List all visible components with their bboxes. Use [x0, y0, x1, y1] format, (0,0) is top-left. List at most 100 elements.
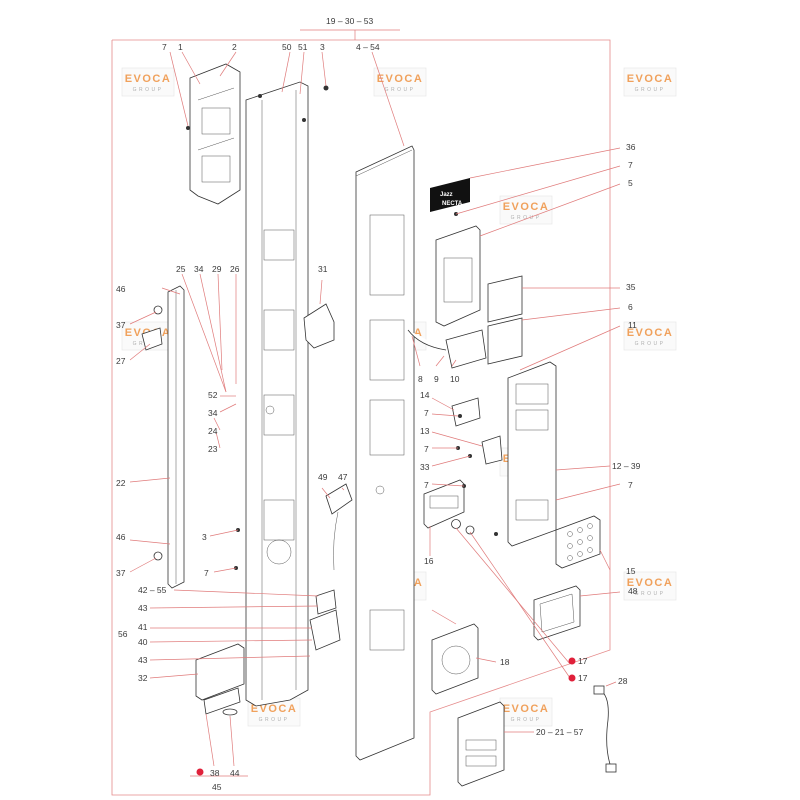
part-label: 3 [320, 42, 325, 52]
screw-markers [186, 85, 498, 570]
part-label: 37 [116, 320, 126, 330]
part-label: 43 [138, 655, 148, 665]
cable-harness [593, 685, 617, 773]
part-label: 6 [628, 302, 633, 312]
part-label: 48 [628, 586, 638, 596]
part-label: 7 [424, 408, 429, 418]
part-label: 33 [420, 462, 430, 472]
watermark-sub: GROUP [511, 215, 542, 221]
ribbon-cable [407, 329, 447, 351]
part-label: 45 [212, 782, 222, 792]
part-label: 17 [578, 656, 588, 666]
watermark-brand: EVOCA [503, 201, 550, 213]
watermark-sub: GROUP [635, 591, 666, 597]
part-label: 52 [208, 390, 218, 400]
panel-bracket [451, 397, 481, 427]
part-label: 9 [434, 374, 439, 384]
watermark-sub: GROUP [259, 717, 290, 723]
main-chassis [245, 81, 309, 707]
lock-cylinder [451, 519, 475, 535]
watermark-brand: EVOCA [627, 73, 674, 85]
watermark-sub: GROUP [385, 87, 416, 93]
part-label: 7 [628, 160, 633, 170]
watermark: EVOCA GROUP [499, 697, 553, 727]
part-labels: 19 – 30 – 53 4 – 54 7 1 2 50 51 3 36 7 5… [116, 16, 641, 792]
part-label: 20 – 21 – 57 [536, 727, 584, 737]
part-label: 38 [210, 768, 220, 778]
selection-panel [507, 361, 557, 547]
part-label: 14 [420, 390, 430, 400]
glass-sheet [487, 275, 523, 365]
part-label: 18 [500, 657, 510, 667]
watermark: EVOCA GROUP [499, 195, 553, 225]
coin-return [481, 435, 503, 465]
part-label: 8 [418, 374, 423, 384]
part-label: 28 [618, 676, 628, 686]
part-label: 25 [176, 264, 186, 274]
rail-bracket [141, 327, 163, 351]
part-label: 4 – 54 [356, 42, 380, 52]
watermark-brand: EVOCA [627, 577, 674, 589]
coin-mechanism [423, 479, 465, 529]
watermark-brand: EVOCA [251, 703, 298, 715]
part-label: 27 [116, 356, 126, 366]
part-label: 49 [318, 472, 328, 482]
display-frame [435, 225, 481, 327]
part-label: 56 [118, 629, 128, 639]
part-label: 37 [116, 568, 126, 578]
part-label: 2 [232, 42, 237, 52]
part-label: 46 [116, 532, 126, 542]
parts: Jazz NECTA [141, 63, 617, 787]
part-label: 29 [212, 264, 222, 274]
part-label: 26 [230, 264, 240, 274]
part-label: 44 [230, 768, 240, 778]
part-label: 43 [138, 603, 148, 613]
part-label: 50 [282, 42, 292, 52]
watermark: EVOCA GROUP [623, 67, 677, 97]
part-label: 1 [178, 42, 183, 52]
part-label: 51 [298, 42, 308, 52]
part-label: 7 [424, 444, 429, 454]
part-label: 31 [318, 264, 328, 274]
badge-line2: NECTA [442, 201, 463, 207]
part-label: 7 [628, 480, 633, 490]
part-label: 10 [450, 374, 460, 384]
part-label: 7 [424, 480, 429, 490]
part-label: 36 [626, 142, 636, 152]
watermark-sub: GROUP [511, 717, 542, 723]
keypad [555, 515, 601, 569]
callout-dots [196, 657, 576, 776]
part-label: 16 [424, 556, 434, 566]
watermark: EVOCA GROUP [121, 67, 175, 97]
watermark-sub: GROUP [635, 87, 666, 93]
part-label: 7 [204, 568, 209, 578]
leader-lines [129, 51, 621, 777]
watermark-sub: GROUP [133, 87, 164, 93]
watermark-brand: EVOCA [627, 327, 674, 339]
assembly-frame [111, 29, 611, 796]
display-bezel [533, 585, 581, 641]
delivery-door [431, 623, 479, 695]
part-label: 17 [578, 673, 588, 683]
part-label: 19 – 30 – 53 [326, 16, 374, 26]
part-label: 15 [626, 566, 636, 576]
tray [195, 643, 245, 716]
watermark-brand: EVOCA [377, 73, 424, 85]
front-panel [355, 145, 415, 761]
part-label: 12 – 39 [612, 461, 641, 471]
part-label: 41 [138, 622, 148, 632]
display-pcb [445, 329, 487, 369]
part-label: 40 [138, 637, 148, 647]
badge-line1: Jazz [440, 192, 453, 198]
side-rail [167, 285, 185, 589]
watermark: EVOCA GROUP [623, 571, 677, 601]
part-label: 34 [208, 408, 218, 418]
hinge-bracket [325, 483, 353, 571]
part-label: 42 – 55 [138, 585, 167, 595]
top-bracket [189, 63, 241, 205]
watermark-brand: EVOCA [125, 73, 172, 85]
brand-badge: Jazz NECTA [430, 178, 470, 212]
part-label: 11 [628, 320, 637, 330]
part-label: 5 [628, 178, 633, 188]
